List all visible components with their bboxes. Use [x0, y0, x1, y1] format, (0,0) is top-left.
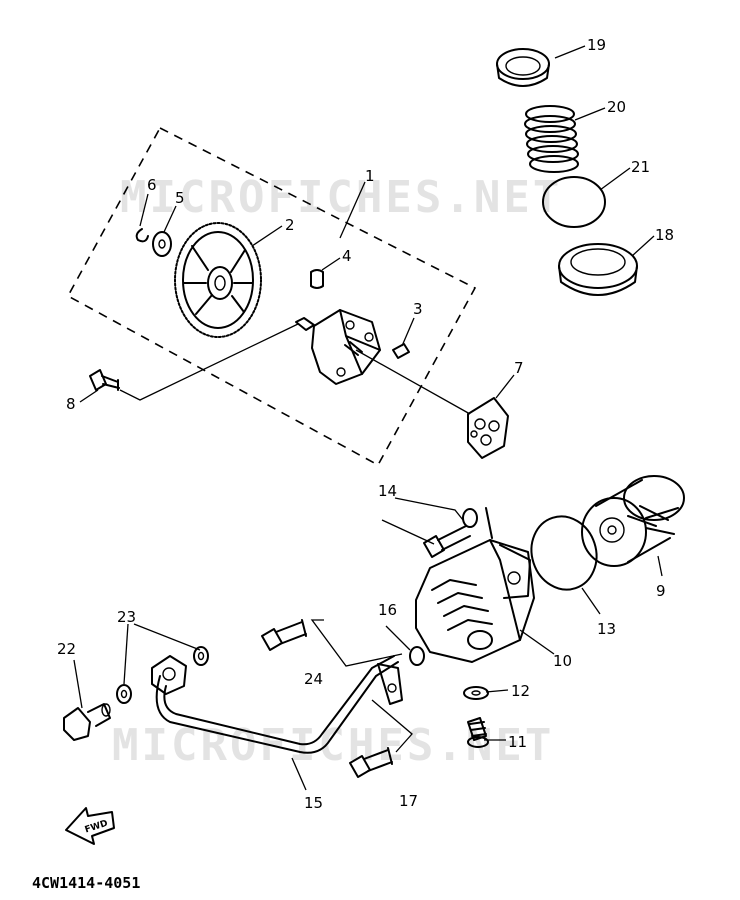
leader-lines: [73, 45, 663, 791]
callout-8: 8: [66, 395, 76, 413]
part-union-bolt-22[interactable]: [63, 703, 111, 741]
part-washer-23b[interactable]: [116, 684, 132, 704]
callout-9: 9: [656, 582, 666, 600]
callout-7: 7: [514, 359, 524, 377]
callout-6: 6: [147, 176, 157, 194]
callout-23: 23: [117, 608, 136, 626]
callout-10: 10: [553, 652, 572, 670]
callout-14: 14: [378, 482, 397, 500]
part-pin-4[interactable]: [310, 269, 324, 289]
callout-12: 12: [511, 682, 530, 700]
part-o-ring-21[interactable]: [542, 176, 606, 228]
callout-24: 24: [304, 670, 323, 688]
callout-4: 4: [342, 247, 352, 265]
callout-16: 16: [378, 601, 397, 619]
part-oil-filter-housing-10[interactable]: [415, 507, 535, 663]
callout-2: 2: [285, 216, 295, 234]
part-washer-23a[interactable]: [193, 646, 209, 666]
part-pin-3[interactable]: [392, 343, 410, 359]
fwd-arrow-icon: FWD: [65, 807, 115, 845]
callout-22: 22: [57, 640, 76, 658]
part-spring-20[interactable]: [524, 105, 579, 173]
part-oil-pipe-15[interactable]: [151, 655, 403, 754]
callout-19: 19: [587, 36, 606, 54]
part-o-ring-13[interactable]: [522, 508, 606, 598]
part-washer-12[interactable]: [463, 686, 489, 700]
callout-3: 3: [413, 300, 423, 318]
callout-21: 21: [631, 158, 650, 176]
part-plug-18[interactable]: [558, 243, 638, 296]
part-bolt-24[interactable]: [261, 619, 307, 651]
part-oil-filter-9[interactable]: [581, 475, 685, 567]
part-washer-5[interactable]: [152, 231, 172, 257]
part-bolt-14[interactable]: [423, 525, 471, 558]
part-gasket-7[interactable]: [467, 397, 509, 459]
callout-18: 18: [655, 226, 674, 244]
callout-5: 5: [175, 189, 185, 207]
callout-11: 11: [508, 733, 527, 751]
part-gear-2[interactable]: [174, 222, 262, 338]
part-bolt-11[interactable]: [467, 717, 489, 748]
callout-17: 17: [399, 792, 418, 810]
callouts: 19 20 21 18 6 5 1 2 4 3 7 8 14 9 13 10 1…: [57, 36, 674, 812]
watermark-top: MICROFICHES.NET: [120, 172, 562, 223]
watermark-bottom: MICROFICHES.NET: [112, 720, 554, 771]
callout-15: 15: [304, 794, 323, 812]
part-clip-6[interactable]: [135, 228, 149, 243]
diagram-code: 4CW1414-4051: [32, 874, 140, 892]
part-washer-14[interactable]: [462, 508, 478, 528]
part-oil-pump-body[interactable]: [295, 309, 381, 385]
callout-13: 13: [597, 620, 616, 638]
callout-20: 20: [607, 98, 626, 116]
part-cap-19[interactable]: [496, 48, 550, 87]
callout-1: 1: [365, 167, 375, 185]
part-bolt-17[interactable]: [349, 747, 393, 778]
part-screw-8[interactable]: [89, 369, 120, 391]
fwd-label: FWD: [84, 819, 109, 836]
part-o-ring-16[interactable]: [409, 646, 425, 666]
